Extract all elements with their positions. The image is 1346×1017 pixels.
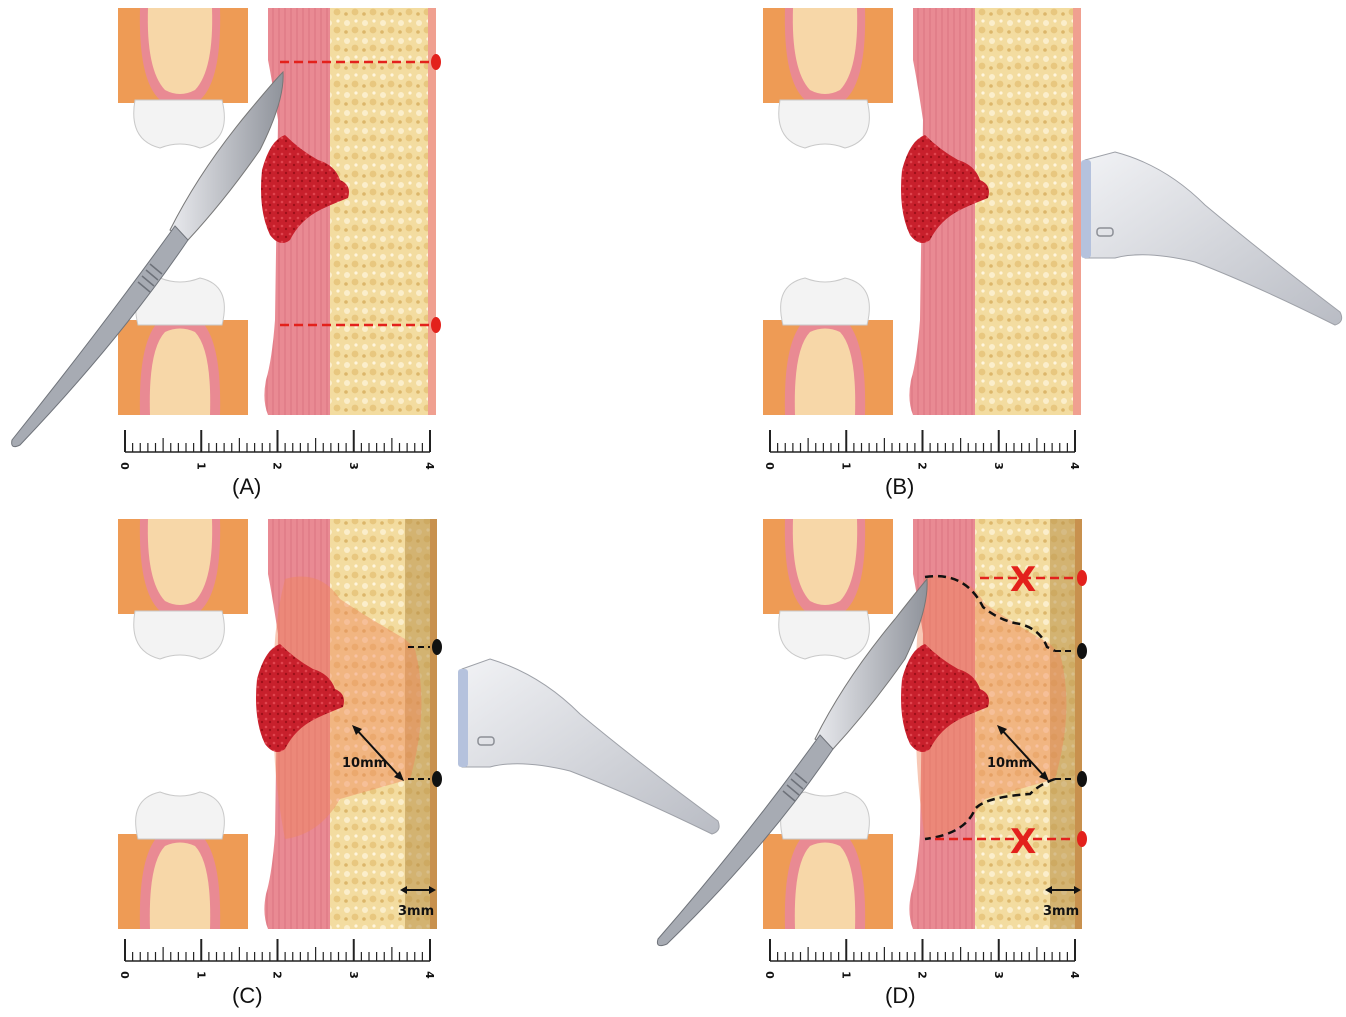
ruler-label: 3 bbox=[347, 971, 360, 979]
ruler-label: 0 bbox=[118, 971, 131, 979]
skin-label: 3mm bbox=[1043, 904, 1079, 919]
ruler-label: 2 bbox=[916, 971, 929, 979]
panel-a: 0 1 2 3 4 (A) bbox=[0, 0, 673, 508]
ruler: 0 1 2 3 4 bbox=[118, 939, 436, 979]
ruler-label: 0 bbox=[763, 971, 776, 979]
ruler: 0 1 2 3 4 bbox=[763, 939, 1081, 979]
ruler-label: 1 bbox=[839, 971, 852, 979]
ruler-label: 3 bbox=[992, 462, 1005, 470]
fat-layer bbox=[975, 8, 1075, 415]
ruler: 0 1 2 3 4 bbox=[118, 430, 436, 470]
lower-tooth bbox=[118, 792, 248, 929]
upper-tooth bbox=[763, 8, 893, 148]
ruler-label: 0 bbox=[763, 462, 776, 470]
panel-b-diagram: 0 1 2 3 4 bbox=[645, 0, 1346, 508]
ruler-label: 2 bbox=[271, 971, 284, 979]
ruler-label: 4 bbox=[1068, 971, 1081, 979]
panel-d: 10mm X X 3mm 0 1 bbox=[645, 509, 1318, 1017]
panel-d-caption: (D) bbox=[885, 983, 916, 1009]
ruler: 0 1 2 3 4 bbox=[763, 430, 1081, 470]
upper-tooth bbox=[118, 8, 248, 148]
x-mark-top: X bbox=[1010, 560, 1036, 600]
panel-a-caption: (A) bbox=[232, 474, 261, 500]
ruler-label: 0 bbox=[118, 462, 131, 470]
panel-c-diagram: 10mm 3mm 0 1 2 3 4 bbox=[0, 509, 730, 1017]
panel-c-caption: (C) bbox=[232, 983, 263, 1009]
upper-tooth bbox=[118, 519, 248, 659]
margin-label: 10mm bbox=[987, 756, 1032, 771]
ruler-label: 1 bbox=[839, 462, 852, 470]
ultrasound-probe-icon bbox=[1081, 152, 1342, 325]
ruler-label: 4 bbox=[1068, 462, 1081, 470]
ruler-label: 3 bbox=[347, 462, 360, 470]
ruler-label: 1 bbox=[194, 462, 207, 470]
panel-a-diagram: 0 1 2 3 4 bbox=[0, 0, 673, 508]
skin-layer bbox=[1073, 8, 1081, 415]
panel-c: 10mm 3mm 0 1 2 3 4 (C) bbox=[0, 509, 673, 1017]
margin-label: 10mm bbox=[342, 756, 387, 771]
ruler-label: 2 bbox=[271, 462, 284, 470]
x-mark-bottom: X bbox=[1010, 822, 1036, 862]
fat-layer bbox=[330, 8, 430, 415]
panel-b-caption: (B) bbox=[885, 474, 914, 500]
panel-b: 0 1 2 3 4 (B) bbox=[645, 0, 1318, 508]
ruler-label: 1 bbox=[194, 971, 207, 979]
lower-tooth bbox=[763, 278, 893, 415]
ruler-label: 4 bbox=[423, 462, 436, 470]
skin-label: 3mm bbox=[398, 904, 434, 919]
panel-d-diagram: 10mm X X 3mm 0 1 bbox=[645, 509, 1346, 1017]
ruler-label: 2 bbox=[916, 462, 929, 470]
ruler-label: 4 bbox=[423, 971, 436, 979]
ruler-label: 3 bbox=[992, 971, 1005, 979]
upper-tooth bbox=[763, 519, 893, 659]
skin-layer bbox=[430, 519, 437, 929]
